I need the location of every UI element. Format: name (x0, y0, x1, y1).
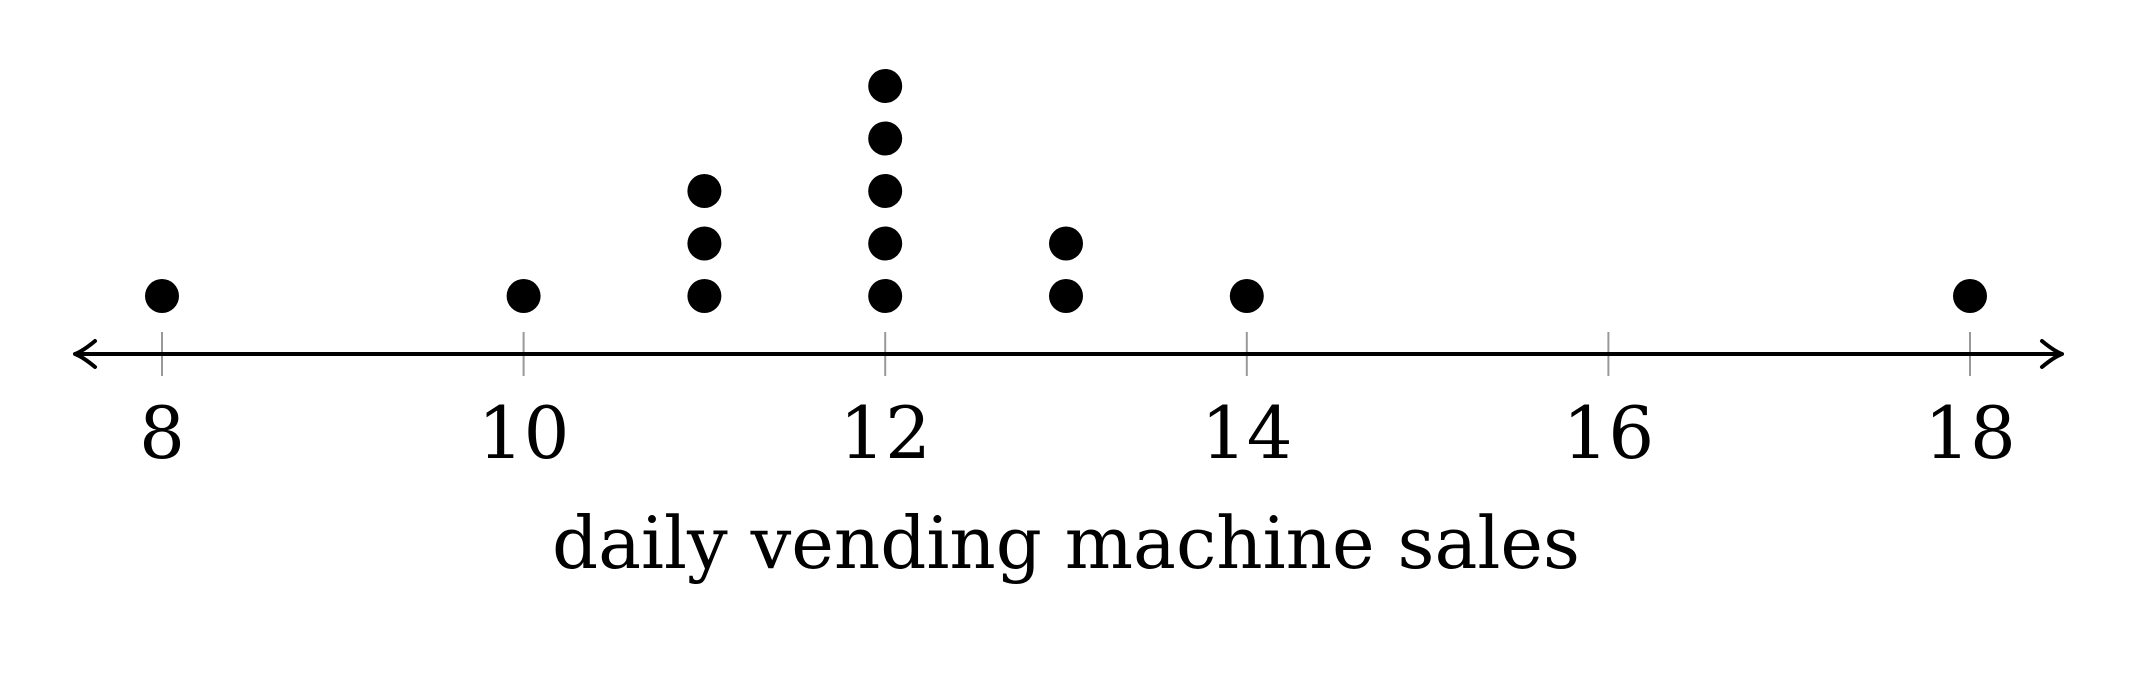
x-axis-title: daily vending machine sales (552, 501, 1580, 585)
data-dot (1953, 279, 1987, 313)
axis-arrow-right (2040, 339, 2064, 369)
data-dot (868, 174, 903, 208)
data-dot (1229, 279, 1264, 313)
data-dot (687, 279, 722, 313)
tick-label: 12 (839, 391, 931, 475)
data-dot (687, 226, 722, 261)
tick-label: 18 (1924, 391, 2016, 475)
tick-label: 14 (1201, 391, 1293, 475)
tick-label: 8 (139, 391, 185, 475)
tick-label: 16 (1563, 391, 1655, 475)
data-dot (1049, 279, 1083, 313)
data-dots (145, 69, 1987, 313)
data-dot (868, 69, 903, 103)
data-dot (687, 174, 722, 208)
data-dot (506, 279, 541, 313)
data-dot (868, 226, 903, 261)
axis-arrow-left (73, 339, 97, 369)
tick-labels: 8 10 12 14 16 18 (139, 391, 2016, 475)
data-dot (868, 279, 903, 313)
data-dot (868, 121, 903, 156)
data-dot (145, 279, 179, 313)
tick-label: 10 (478, 391, 570, 475)
data-dot (1049, 226, 1083, 261)
